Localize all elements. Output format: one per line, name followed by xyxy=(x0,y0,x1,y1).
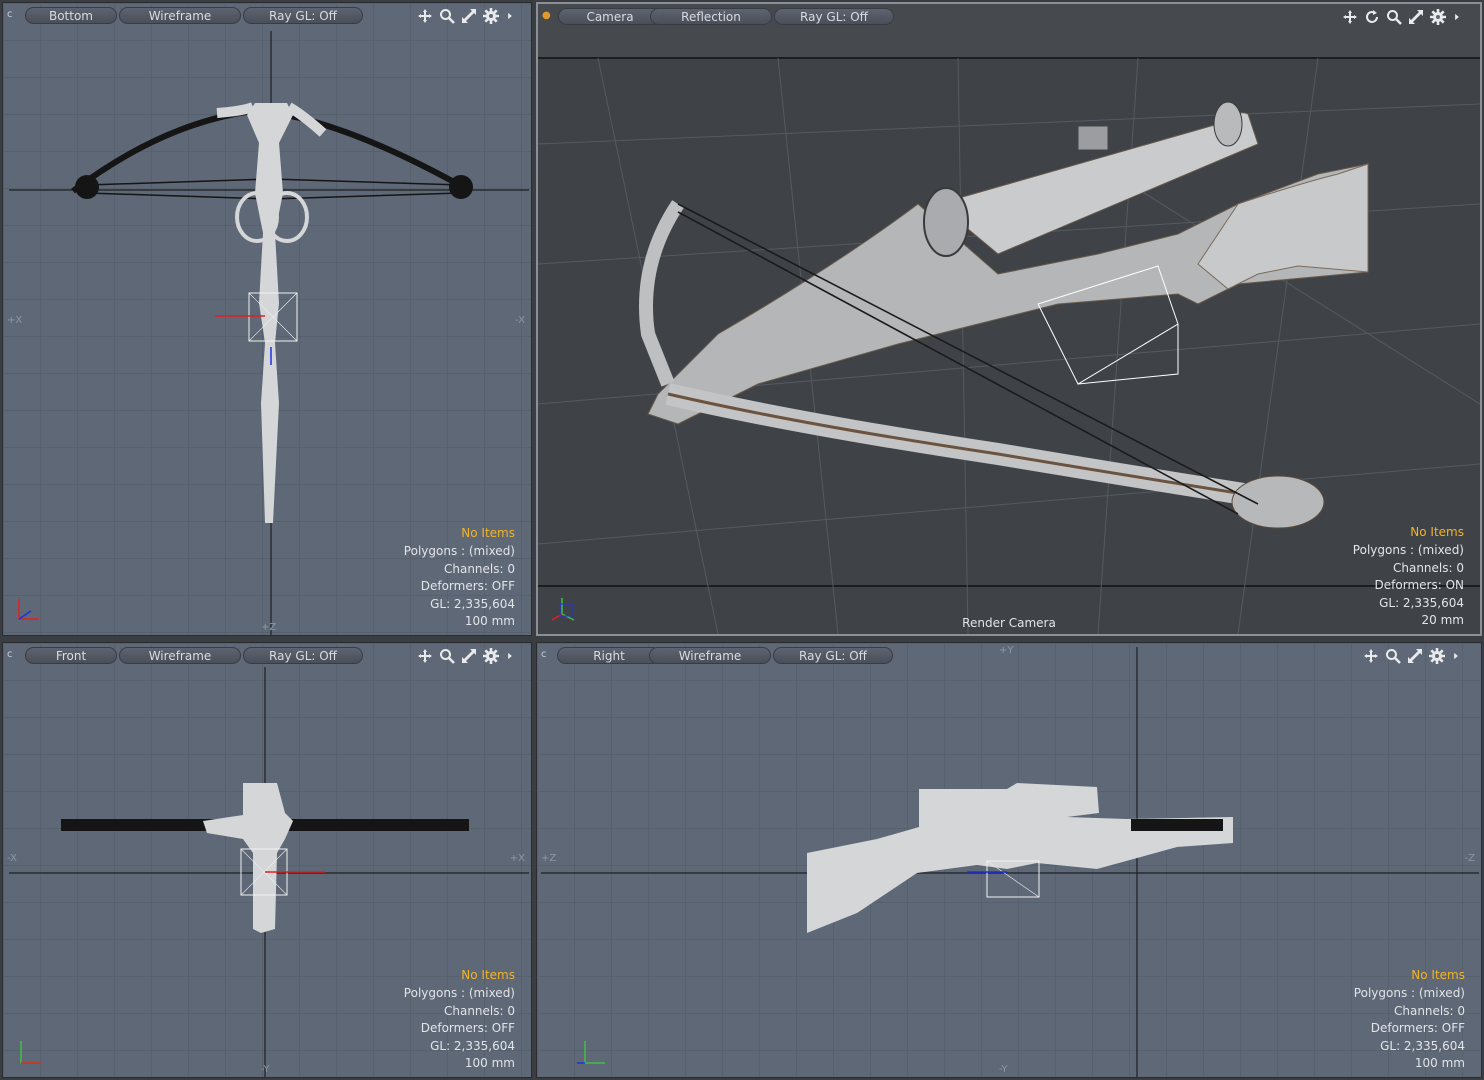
deformers-status: Deformers: ON xyxy=(1374,578,1464,593)
viewport-camera[interactable]: ● Camera Reflection Ray GL: Off No Items… xyxy=(536,2,1482,636)
axis-label-left: +X xyxy=(7,315,23,326)
rotate-icon[interactable] xyxy=(1364,9,1380,25)
grid-scale: 20 mm xyxy=(1421,613,1464,628)
move-icon[interactable] xyxy=(1363,648,1379,664)
axis-label-right: +X xyxy=(509,853,525,864)
grid-scale: 100 mm xyxy=(1414,1056,1465,1071)
zoom-icon[interactable] xyxy=(439,8,455,24)
selection-status: No Items xyxy=(461,526,515,541)
viewport-front[interactable]: -X +X -Y c Front Wireframe Ray GL: Off N… xyxy=(2,642,532,1078)
settings-gear-icon[interactable] xyxy=(483,648,499,664)
maximize-icon[interactable] xyxy=(1408,9,1424,25)
move-icon[interactable] xyxy=(417,648,433,664)
settings-gear-icon[interactable] xyxy=(1429,648,1445,664)
axis-label-left: +Z xyxy=(541,853,557,864)
polygons-status: Polygons : (mixed) xyxy=(403,986,515,1001)
channels-status: Channels: 0 xyxy=(443,561,515,576)
viewport-bottom[interactable]: +X -X +Z c Bottom Wireframe Ray GL: Off … xyxy=(2,2,532,636)
view-type-button[interactable]: Right xyxy=(557,647,661,664)
axis-label-bottom: -Y xyxy=(261,1064,270,1075)
shading-mode-button[interactable]: Reflection xyxy=(650,8,772,25)
shading-mode-button[interactable]: Wireframe xyxy=(649,647,771,664)
polygons-status: Polygons : (mixed) xyxy=(1352,543,1464,558)
ray-gl-button[interactable]: Ray GL: Off xyxy=(243,7,363,24)
selection-status: No Items xyxy=(1411,968,1465,983)
settings-gear-icon[interactable] xyxy=(1430,9,1446,25)
view-type-button[interactable]: Bottom xyxy=(25,7,117,24)
view-type-button[interactable]: Front xyxy=(25,647,117,664)
deformers-status: Deformers: OFF xyxy=(420,1021,515,1036)
crossbow-bottom-view xyxy=(9,31,529,635)
zoom-icon[interactable] xyxy=(1386,9,1402,25)
shading-mode-button[interactable]: Wireframe xyxy=(119,647,241,664)
deformers-status: Deformers: OFF xyxy=(420,579,515,594)
move-icon[interactable] xyxy=(1342,9,1358,25)
axis-gizmo-icon xyxy=(20,1041,41,1064)
selection-status: No Items xyxy=(461,968,515,983)
viewport-info: No Items Polygons : (mixed) Channels: 0 … xyxy=(404,525,515,631)
maximize-icon[interactable] xyxy=(461,8,477,24)
crossbow-right-view xyxy=(541,647,1479,1077)
expand-arrow-icon[interactable] xyxy=(505,8,515,24)
viewport-toolbar: c Bottom Wireframe Ray GL: Off xyxy=(3,3,531,29)
zoom-icon[interactable] xyxy=(1385,648,1401,664)
settings-gear-icon[interactable] xyxy=(483,8,499,24)
axis-label-bottom: -Y xyxy=(999,1064,1008,1075)
axis-label-bottom: +Z xyxy=(261,622,277,633)
viewport-info: No Items Polygons : (mixed) Channels: 0 … xyxy=(1354,967,1465,1073)
viewport-menu-icon[interactable]: c xyxy=(541,649,547,660)
gl-count: GL: 2,335,604 xyxy=(430,596,515,611)
polygons-status: Polygons : (mixed) xyxy=(403,544,515,559)
expand-arrow-icon[interactable] xyxy=(1452,9,1462,25)
axis-label-left: -X xyxy=(7,853,17,864)
maximize-icon[interactable] xyxy=(1407,648,1423,664)
axis-label-right: -X xyxy=(515,315,525,326)
gl-count: GL: 2,335,604 xyxy=(430,1038,515,1053)
gl-count: GL: 2,335,604 xyxy=(1379,595,1464,610)
expand-arrow-icon[interactable] xyxy=(1451,648,1461,664)
gl-count: GL: 2,335,604 xyxy=(1380,1038,1465,1053)
zoom-icon[interactable] xyxy=(439,648,455,664)
deformers-status: Deformers: OFF xyxy=(1370,1021,1465,1036)
ray-gl-button[interactable]: Ray GL: Off xyxy=(243,647,363,664)
crossbow-front-view xyxy=(9,667,529,1077)
axis-gizmo-icon xyxy=(18,599,39,620)
axis-label-right: -Z xyxy=(1464,853,1475,864)
expand-arrow-icon[interactable] xyxy=(505,648,515,664)
viewport-menu-icon[interactable]: c xyxy=(7,9,13,20)
viewport-menu-icon[interactable]: c xyxy=(7,649,13,660)
viewport-right[interactable]: +Z -Z +Y -Y c Right Wireframe Ray GL: Of… xyxy=(536,642,1482,1078)
crossbow-perspective-view xyxy=(538,4,1480,634)
viewport-info: No Items Polygons : (mixed) Channels: 0 … xyxy=(1353,524,1464,630)
ray-gl-button[interactable]: Ray GL: Off xyxy=(773,647,893,664)
axis-gizmo-icon xyxy=(551,598,575,621)
viewport-info: No Items Polygons : (mixed) Channels: 0 … xyxy=(404,967,515,1073)
channels-status: Channels: 0 xyxy=(443,1003,515,1018)
selection-status: No Items xyxy=(1410,525,1464,540)
render-camera-label: Render Camera xyxy=(962,616,1056,630)
move-icon[interactable] xyxy=(417,8,433,24)
polygons-status: Polygons : (mixed) xyxy=(1353,986,1465,1001)
shading-mode-button[interactable]: Wireframe xyxy=(119,7,241,24)
viewport-toolbar: c Front Wireframe Ray GL: Off xyxy=(3,643,531,669)
maximize-icon[interactable] xyxy=(461,648,477,664)
grid-scale: 100 mm xyxy=(464,614,515,629)
channels-status: Channels: 0 xyxy=(1392,560,1464,575)
axis-label-top: +Y xyxy=(999,645,1014,656)
view-type-button[interactable]: Camera xyxy=(558,8,662,25)
viewport-menu-icon[interactable]: ● xyxy=(542,10,551,21)
viewport-toolbar: c Right Wireframe Ray GL: Off xyxy=(537,643,1481,669)
channels-status: Channels: 0 xyxy=(1393,1003,1465,1018)
grid-scale: 100 mm xyxy=(464,1056,515,1071)
ray-gl-button[interactable]: Ray GL: Off xyxy=(774,8,894,25)
axis-gizmo-icon xyxy=(577,1041,605,1064)
viewport-toolbar: ● Camera Reflection Ray GL: Off xyxy=(538,4,1480,30)
